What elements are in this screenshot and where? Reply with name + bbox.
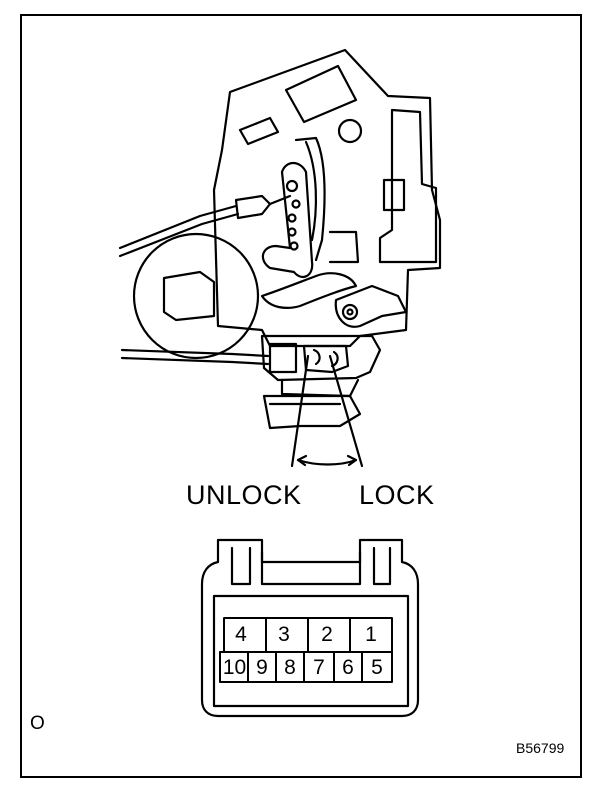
connector-pin-6: 6 xyxy=(342,656,354,679)
connector-pin-5: 5 xyxy=(371,656,383,679)
lock-linkage xyxy=(260,272,358,309)
connector-pin-1: 1 xyxy=(365,623,377,646)
lower-arm xyxy=(262,394,362,430)
switch-block xyxy=(260,334,382,382)
connector-pin-3: 3 xyxy=(278,623,290,646)
connector-pin-8: 8 xyxy=(284,656,296,679)
lock-housing xyxy=(212,48,442,348)
figure-code: B56799 xyxy=(516,740,565,756)
switch-knob xyxy=(302,344,350,374)
lock-lever xyxy=(261,161,314,279)
connector-pin-4: 4 xyxy=(235,623,247,646)
lock-sector xyxy=(334,284,408,328)
unlock-pointer xyxy=(290,354,310,468)
connector-pin-7: 7 xyxy=(313,656,325,679)
lock-side-block xyxy=(378,108,438,264)
figure-frame xyxy=(20,14,582,778)
unlock-label: UNLOCK xyxy=(186,480,302,510)
corner-mark: O xyxy=(30,713,45,734)
angle-arc xyxy=(296,458,358,466)
connector-pin-2: 2 xyxy=(321,623,333,646)
lock-cable xyxy=(118,204,238,250)
lock-pointer xyxy=(328,354,364,468)
connector-pin-9: 9 xyxy=(256,656,268,679)
housing-hole xyxy=(337,118,363,144)
connector-pin-grid xyxy=(219,617,393,683)
connector-pin-10: 10 xyxy=(222,656,247,679)
lock-boss xyxy=(132,232,260,360)
connector-housing xyxy=(200,538,420,718)
lock-label: LOCK xyxy=(359,480,435,510)
housing-window xyxy=(284,64,358,124)
